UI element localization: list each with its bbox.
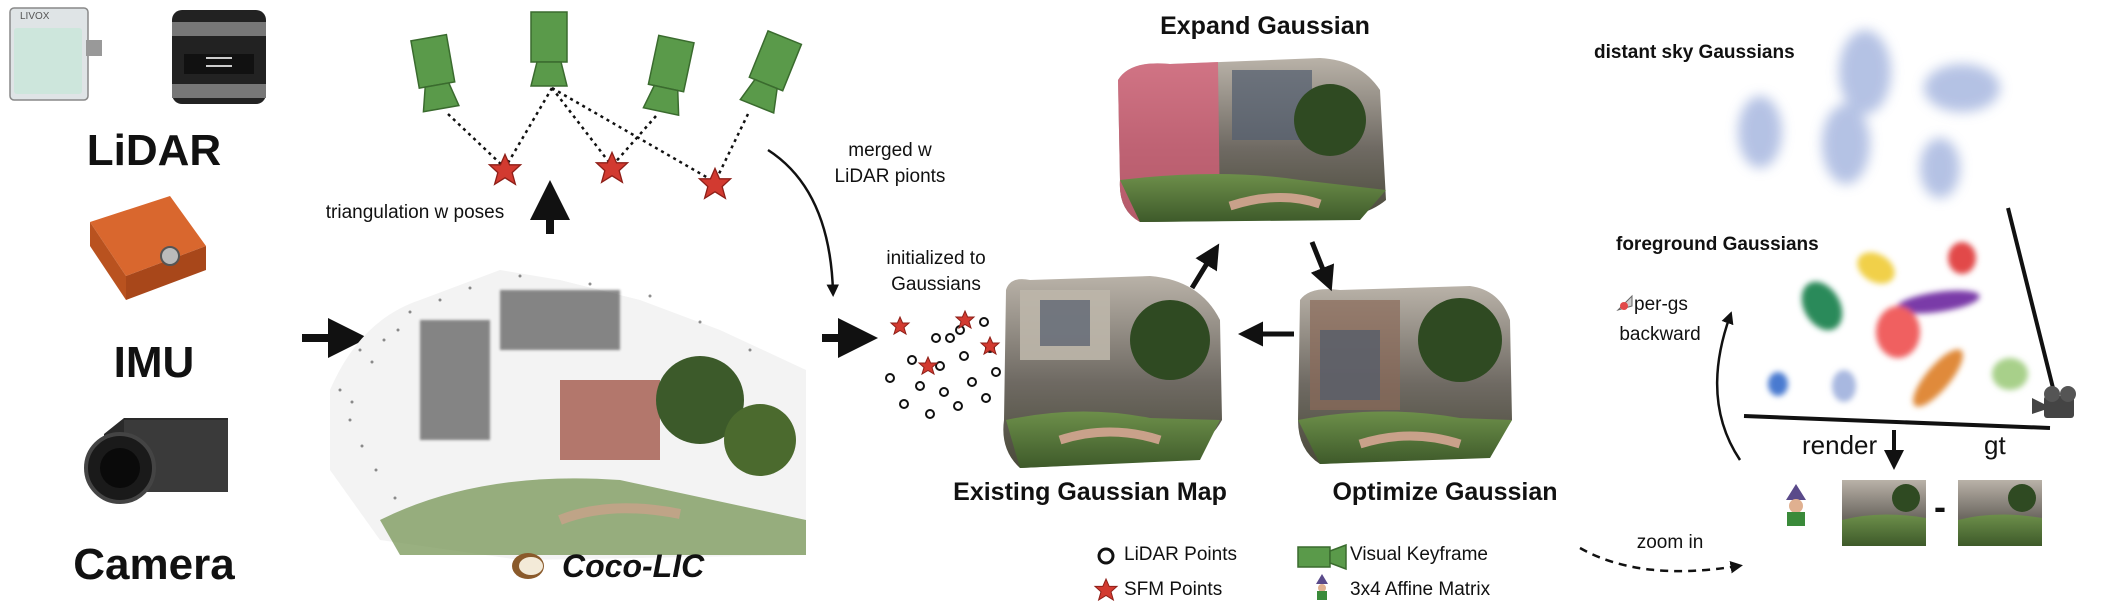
existing-gaussian-map-image [1003,276,1222,468]
legend-affine-text: 3x4 Affine Matrix [1350,579,1491,600]
rocket-icon [1616,294,1633,312]
initialized-points-cluster [885,309,1001,419]
initialized-label-line2: Gaussians [891,274,981,295]
merged-label-line1: merged w [848,140,932,161]
foreground-label: foreground Gaussians [1616,234,1819,255]
distant-sky-gaussians [1738,30,2000,198]
merged-curve-arrow [767,148,840,297]
colic-point-cloud [330,270,806,560]
film-camera-icon [2032,386,2076,418]
zoom-in-dashed-arrow [1579,546,1743,574]
lidar-label: LiDAR [86,126,222,175]
keyframe-camera-2 [530,11,568,87]
backward-label: backward [1619,324,1701,345]
legend-lidar-icon [1097,547,1115,565]
difference-minus-sign: - [1934,486,1946,527]
backward-curve-arrow [1715,311,1742,461]
colic-label: Coco-LIC [562,548,705,584]
legend-keyframe-icon [1297,543,1347,571]
existing-to-expand-arrow [1189,243,1220,290]
imu-device [90,196,206,300]
lidar-spinning-device [172,10,266,104]
ground-truth-thumbnail [1958,480,2042,546]
gt-label: gt [1984,430,2006,460]
keyframe-camera-3 [642,34,695,117]
expand-gaussian-title: Expand Gaussian [1160,12,1370,40]
existing-gaussian-map-title: Existing Gaussian Map [953,478,1227,506]
legend-sfm-text: SFM Points [1124,579,1223,600]
expand-to-optimize-arrow [1309,241,1335,292]
lidar-livox-device [9,7,102,101]
legend-affine-icon [1316,574,1328,600]
foreground-gaussians [1768,242,2028,407]
per-gs-label: per-gs [1634,294,1688,315]
triangulation-label: triangulation w poses [325,202,505,223]
triangulation-rays [447,86,750,184]
merged-label-line2: LiDAR pionts [834,166,946,187]
livox-brand-text: LIVOX [20,11,50,22]
wizard-icon [1786,484,1806,526]
frustum-line-bottom [1743,414,2051,430]
camera-label: Camera [73,540,235,589]
legend-lidar-text: LiDAR Points [1124,544,1237,565]
rendered-image-thumbnail [1842,480,1926,546]
optimize-gaussian-image [1298,286,1512,464]
legend-sfm-icon [1093,577,1119,602]
expand-gaussian-image [1118,58,1386,222]
coconut-icon [512,553,544,579]
keyframe-camera-4 [739,29,803,115]
triangulated-sfm-stars [487,150,733,200]
camera-device [84,418,228,504]
frustum-line-side [2006,207,2056,393]
initialized-label-line1: initialized to [886,248,986,269]
imu-label: IMU [113,338,195,387]
optimize-gaussian-title: Optimize Gaussian [1332,478,1558,506]
zoom-in-label: zoom in [1636,532,1704,553]
distant-sky-label: distant sky Gaussians [1594,42,1795,63]
keyframe-camera-1 [410,33,460,113]
legend-keyframe-text: Visual Keyframe [1350,544,1488,565]
render-label: render [1802,430,1878,460]
